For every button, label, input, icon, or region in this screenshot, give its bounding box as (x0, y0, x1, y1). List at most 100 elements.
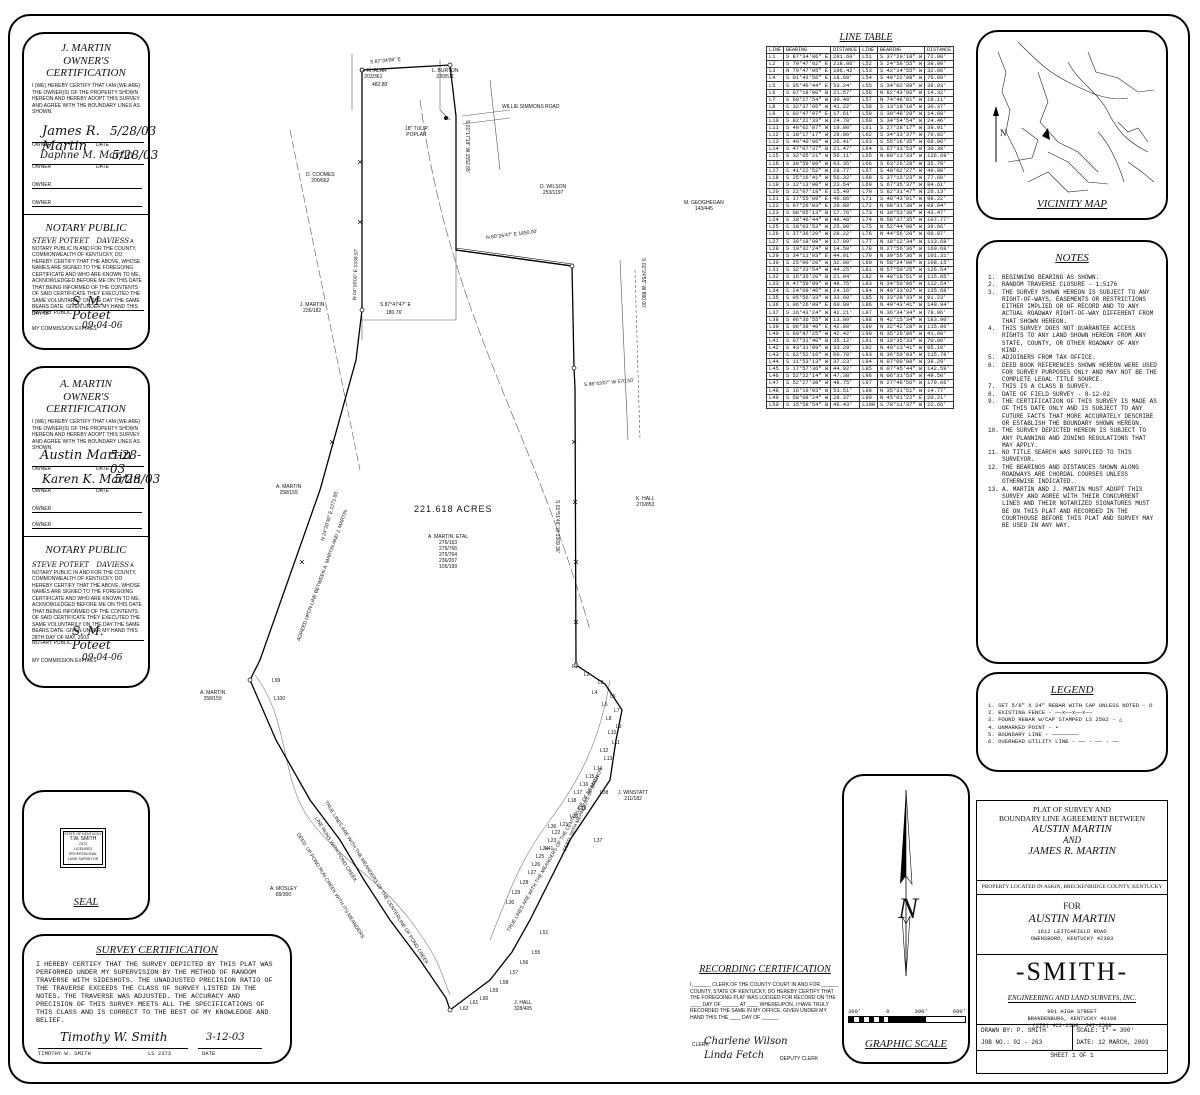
line-table-cell: 53.51' (830, 386, 861, 395)
party-and: AND (1063, 835, 1081, 845)
overhead-utility-line (289, 129, 361, 471)
line-table-cell: L69 (859, 180, 879, 189)
line-table-cell: L63 (859, 138, 879, 147)
line-table-cell: S 15°58'54" W (783, 400, 832, 409)
line-table-cell: 78.06' (924, 308, 955, 317)
line-table-cell: S 34°54'54" W (877, 116, 926, 126)
line-table-cell: 39.91' (924, 124, 955, 133)
line-callout: L61 (470, 1000, 479, 1006)
line-table-cell: 20.80' (830, 202, 861, 211)
line-table-cell: L79 (859, 251, 879, 260)
line-table-cell: 115.06' (924, 322, 955, 331)
corner-offset (439, 109, 451, 121)
owner-date-1: 5/28/03 (110, 124, 157, 138)
date-label: DATE (96, 164, 109, 170)
line-table-cell: S 37°13'23" W (877, 173, 926, 182)
surveyor-stamp: STATE OF KENTUCKY T.W. SMITH 2373 LICENS… (60, 828, 106, 868)
survey-date-line: 3-12-03 (198, 1032, 262, 1049)
property-location: PROPERTY LOCATED IN ASKIN, BRECKENRIDGE … (977, 881, 1167, 895)
line-table-cell: L88 (859, 315, 879, 324)
fence-mark-icon (299, 559, 305, 565)
line-table-cell: 72.98' (924, 53, 955, 62)
note-number: 10. (988, 427, 999, 435)
line-table-cell: 24.16' (830, 287, 861, 296)
line-table-cell: 33.29' (830, 343, 861, 353)
note-text: THE BEARINGS AND DISTANCES SHOWN ALONG R… (1002, 463, 1139, 486)
note-text: THIS SURVEY DOES NOT GUARANTEE ACCESS RI… (1002, 325, 1147, 354)
line-table-cell: N 18°12'34" W (877, 237, 926, 246)
line-callout: L18 (568, 798, 577, 804)
date-label: DATE (202, 1050, 216, 1057)
line-callout: L4 (592, 690, 598, 696)
line-table-cell: S 58°08'24" W (783, 393, 832, 402)
clerk-label: CLERK (692, 1042, 709, 1048)
plat-title-line: BOUNDARY LINE AGREEMENT BETWEEN (998, 814, 1146, 823)
owner-signature-1: Austin Martin (40, 448, 132, 463)
fence-mark-icon (573, 559, 579, 565)
note-text: ADJOINERS FROM TAX OFFICE. (1002, 354, 1096, 362)
client-address: 1612 LEITCHFIELD ROAD (1037, 928, 1107, 935)
owner-signature-line-1: Austin Martin 5-28-03 (32, 448, 144, 476)
sheet-number: SHEET 1 OF 1 (1050, 1052, 1094, 1059)
adjoiner-k-hall: K. HALL 276/853 (636, 496, 655, 508)
line-table-cell: L78 (859, 244, 879, 253)
adjoiner-line (489, 79, 501, 171)
line-table-cell: S 52°27'38" W (783, 379, 832, 388)
line-table-cell: L100 (859, 400, 879, 409)
line-table-cell: 60.87' (924, 230, 955, 239)
bearing-label: S 87°47'47" E (380, 302, 411, 308)
line-table-cell: S 16°43'24" W (783, 308, 832, 317)
line-table-cell: 89.94' (924, 202, 955, 211)
line-table-cell: N 27°46'56" W (877, 379, 926, 388)
note-number: 1. (988, 274, 996, 281)
commission-expires: 09-04-06 (82, 653, 123, 663)
line-table-cell: L74 (859, 216, 879, 225)
line-table-cell: 91.23' (924, 294, 955, 303)
line-table-cell: L62 (859, 131, 879, 140)
note-number: 4. (988, 325, 996, 333)
line-table-cell: L61 (859, 124, 879, 133)
notes-title: NOTES (1055, 252, 1089, 264)
line-table-cell: 20.21' (924, 393, 955, 402)
line-table-cell: S 37°36'20" W (783, 230, 832, 239)
line-table-cell: L77 (859, 237, 879, 246)
line-table-cell: S 25°16'41" W (783, 173, 832, 182)
list-item: 1.BEGINNING BEARING AS SHOWN. (988, 274, 1158, 281)
survey-cert-text: I HEREBY CERTIFY THAT THE SURVEY DEPICTE… (36, 961, 273, 1025)
line-table-cell: L95 (859, 365, 879, 374)
line-table-cell: S 41°22'52" W (783, 166, 832, 175)
recording-certification: RECORDING CERTIFICATION I, ______ CLERK … (690, 964, 840, 1064)
tree-label: 18" TULIP POPLAR (405, 126, 428, 138)
note-text: DEED BOOK REFERENCES SHOWN HEREON WERE U… (1002, 361, 1157, 384)
line-table-cell: S 52°22'14" W (783, 372, 832, 381)
scale-bar: 300' 0 300' 600' (848, 1008, 966, 1023)
acreage-label: 221.618 ACRES (414, 504, 493, 514)
line-table-cell: 169.68' (924, 244, 955, 253)
drawing-info: DRAWN BY: P. SMITH JOB NO.: 02 - 263 SCA… (977, 1025, 1167, 1051)
owner-date-2: 5/28/03 (112, 148, 159, 162)
line-table-cell: S 06°26'08" E (783, 301, 832, 310)
line-table-cell: S 40°02'07" W (783, 124, 832, 133)
rebar-marker-icon (571, 365, 577, 371)
branch-centerline (489, 679, 611, 941)
line-table-cell: N 89°11'33" W (877, 152, 926, 161)
graphic-scale-title: GRAPHIC SCALE (864, 1038, 948, 1050)
party-1: AUSTIN MARTIN (1032, 823, 1112, 835)
line-table-cell: 39.66' (924, 223, 955, 232)
divider (24, 214, 148, 215)
line-table-cell: L64 (859, 145, 879, 154)
line-table-cell: S 25°00'20" W (783, 258, 832, 267)
surveyor-ls: LS 2373 (148, 1050, 172, 1057)
line-table-cell: L83 (859, 280, 879, 289)
line-table-cell: 32.06' (924, 67, 955, 76)
rebar-marker-icon (359, 307, 365, 313)
stamp-line: LICENSED (74, 847, 92, 851)
vicinity-map-title: VICINITY MAP (1037, 198, 1107, 210)
line-callout: L21 (560, 822, 569, 828)
list-item: 7.THIS IS A CLASS B SURVEY. (988, 383, 1158, 390)
